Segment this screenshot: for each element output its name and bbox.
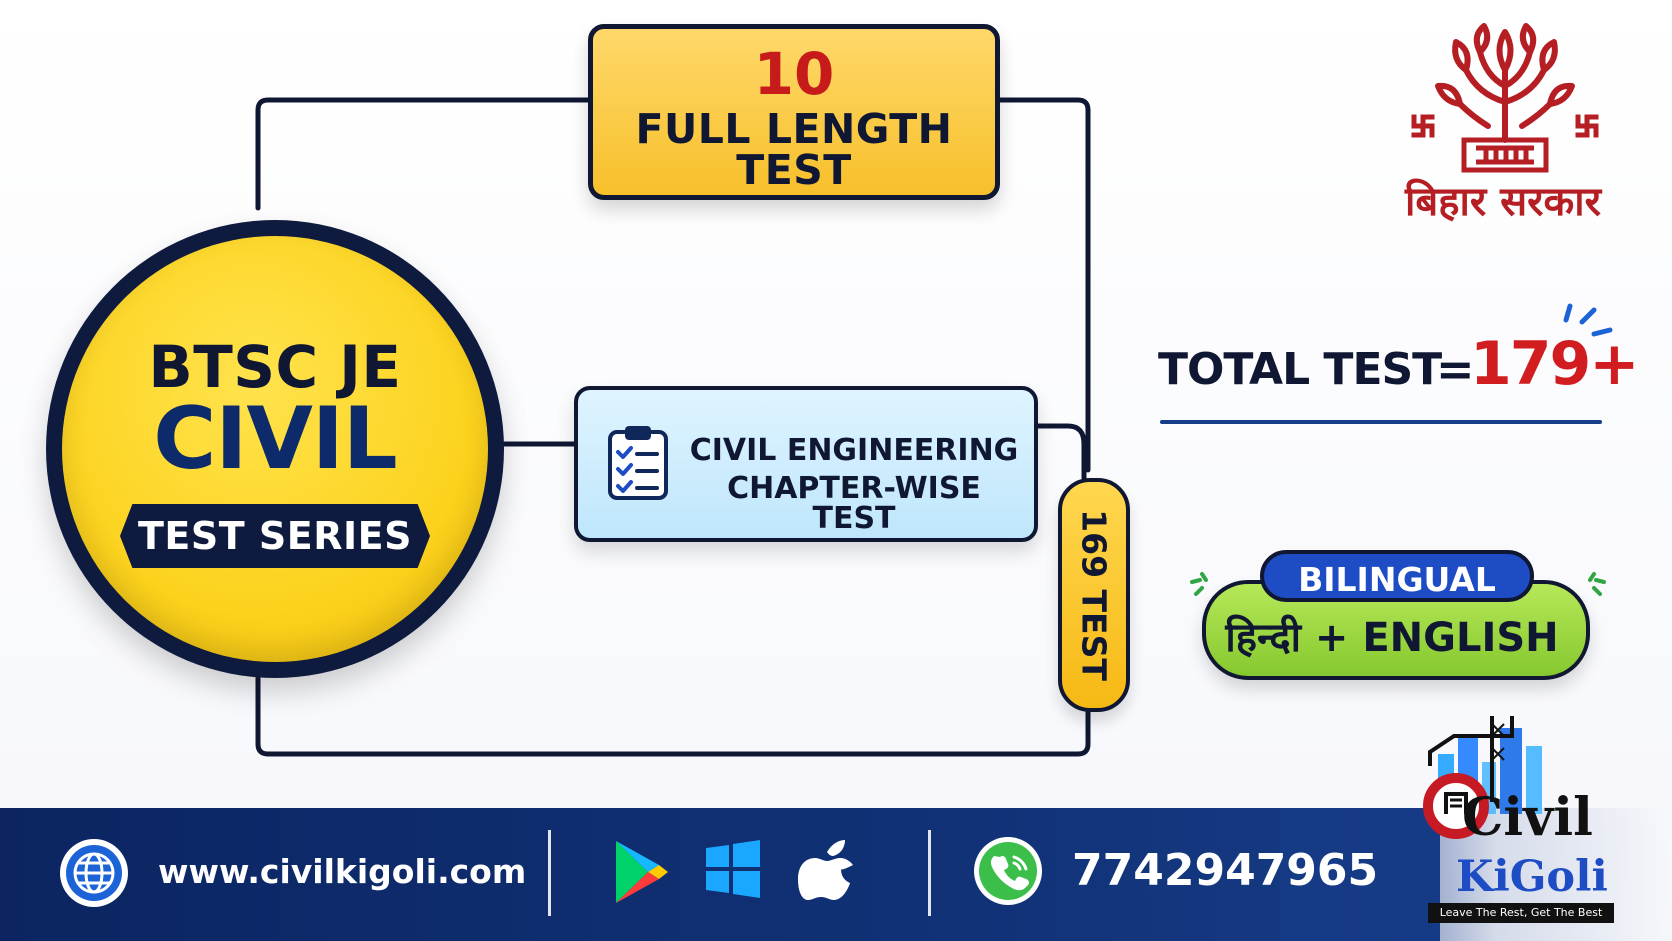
test-series-badge-fill: BTSC JE CIVIL TEST SERIES	[62, 236, 488, 662]
brand-name-bottom: KiGoli	[1456, 852, 1608, 902]
burst-lines-icon	[1190, 572, 1208, 596]
chapter-test-count-tag: 169 TEST	[1058, 478, 1130, 712]
footer-divider	[928, 830, 931, 916]
bilingual-badge: BILINGUAL हिन्दी + ENGLISH	[1190, 550, 1606, 680]
full-length-test-label-line1: FULL LENGTH	[635, 105, 953, 153]
brand-name-top: Civil	[1462, 787, 1593, 848]
total-test-label: TOTAL TEST	[1158, 344, 1442, 395]
footer-divider	[548, 830, 551, 916]
bilingual-tag: BILINGUAL	[1260, 550, 1534, 602]
chapter-test-count-label: 169 TEST	[1074, 509, 1114, 681]
badge-discipline-title: CIVIL	[153, 389, 397, 489]
chapter-wise-test-card: CIVIL ENGINEERING CHAPTER-WISE TEST	[574, 386, 1038, 542]
windows-icon[interactable]	[704, 840, 762, 898]
google-play-icon[interactable]	[610, 837, 672, 907]
total-test-value: 179+	[1470, 329, 1640, 399]
test-series-ribbon-text: TEST SERIES	[138, 514, 412, 558]
total-test-equals: =	[1436, 342, 1475, 396]
full-length-test-label-line2: TEST	[736, 146, 852, 194]
test-series-ribbon: TEST SERIES	[120, 504, 430, 568]
chapter-card-title: CIVIL ENGINEERING	[689, 433, 1019, 468]
bihar-emblem-icon	[1411, 23, 1599, 173]
badge-exam-title: BTSC JE	[148, 333, 402, 401]
language-options: हिन्दी + ENGLISH	[1225, 615, 1559, 661]
clipboard-checklist-icon	[608, 426, 668, 500]
full-length-test-card: 10 FULL LENGTH TEST	[588, 24, 1000, 200]
phone-number[interactable]: 7742947965	[1072, 845, 1379, 896]
globe-icon	[60, 839, 128, 907]
chapter-card-subtitle: CHAPTER-WISE TEST	[727, 471, 981, 536]
apple-icon[interactable]	[796, 834, 856, 904]
civil-ki-goli-logo-icon	[1423, 716, 1542, 839]
full-length-test-count: 10	[753, 40, 835, 108]
phone-icon[interactable]	[972, 835, 1044, 907]
bihar-sarkar-label: बिहार सरकार	[1405, 178, 1601, 225]
burst-lines-icon	[1588, 572, 1606, 596]
burst-lines-icon	[1563, 303, 1613, 337]
website-link[interactable]: www.civilkigoli.com	[158, 852, 527, 891]
brand-tagline: Leave The Rest, Get The Best	[1428, 903, 1614, 923]
test-series-badge: BTSC JE CIVIL TEST SERIES	[46, 220, 504, 678]
total-test-underline	[1160, 420, 1602, 424]
